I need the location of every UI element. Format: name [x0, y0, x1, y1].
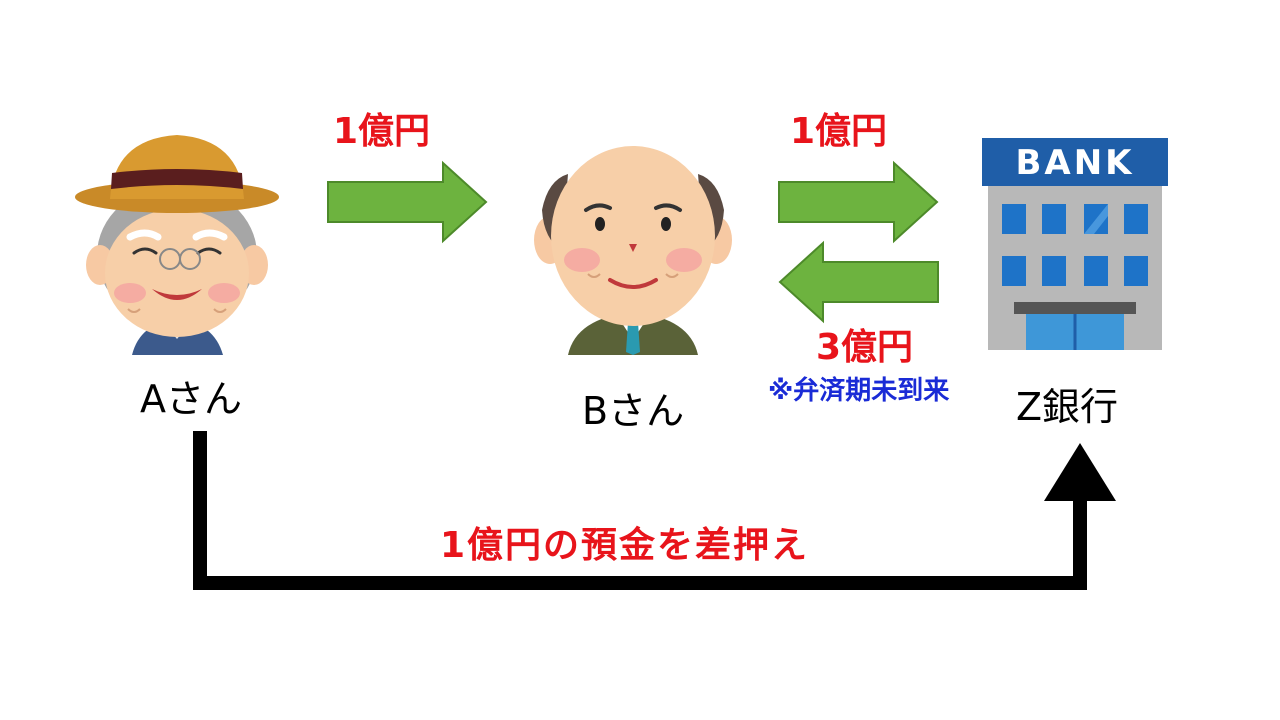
- bank-label: Z銀行: [1016, 385, 1119, 429]
- bank: BANK: [982, 138, 1168, 350]
- bald-man-suit-icon: [534, 146, 732, 355]
- person-a-label: Aさん: [140, 377, 242, 421]
- arrow-b-to-bank: [778, 160, 939, 244]
- person-a: [70, 125, 285, 355]
- arrow-a-to-b: [327, 160, 488, 244]
- seizure-arrow: [193, 431, 1116, 590]
- amount-b-to-bank: 1億円: [790, 111, 888, 152]
- bank-sign-text: BANK: [1015, 143, 1134, 183]
- person-b-label: Bさん: [582, 389, 685, 433]
- arrow-bank-to-b: [778, 240, 939, 324]
- repayment-note: ※弁済期未到来: [768, 376, 950, 406]
- seizure-caption: 1億円の預金を差押え: [440, 525, 810, 566]
- bank-building-icon: BANK: [982, 138, 1168, 350]
- elderly-man-hat-icon: [75, 135, 279, 355]
- amount-a-to-b: 1億円: [333, 111, 431, 152]
- person-b: [528, 140, 738, 355]
- amount-bank-to-b: 3億円: [816, 327, 914, 368]
